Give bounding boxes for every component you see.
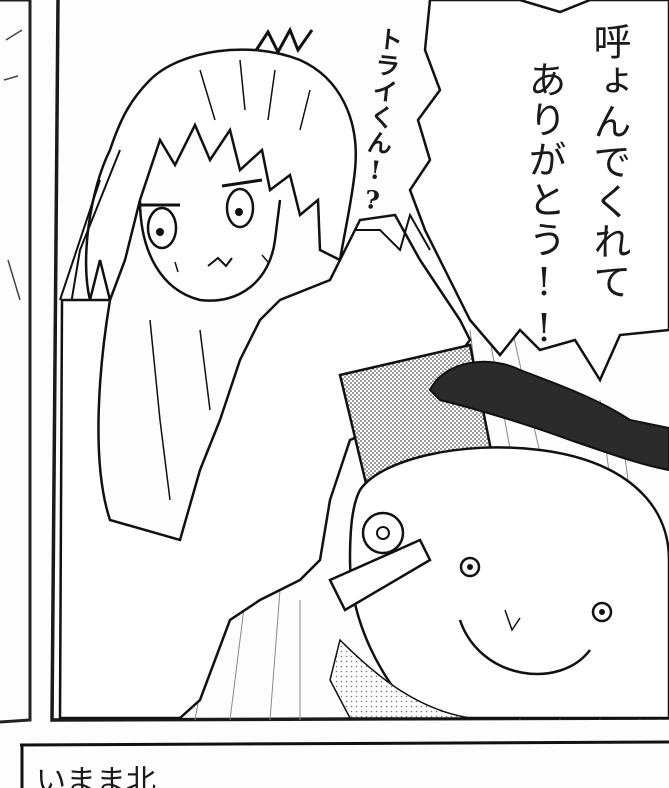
speech-bubble: [408, 0, 669, 383]
mouth: [207, 256, 233, 268]
speech-line-2: ありがとう!!: [522, 60, 566, 352]
bottom-caption: いまま北: [36, 764, 156, 788]
left-panel-border: [0, 0, 32, 724]
smile: [458, 619, 591, 676]
right-eye: [225, 187, 255, 229]
character-hair: [59, 48, 357, 311]
character-body: [58, 212, 472, 720]
caption-panel: [19, 740, 669, 788]
character-face: [138, 178, 282, 302]
surprise-mark: [253, 26, 314, 56]
dark-plume: [428, 360, 669, 472]
left-eye: [146, 206, 178, 250]
button-ornament: [361, 511, 405, 555]
speech-line-1: 呼ょんでくれて: [587, 22, 631, 302]
second-character: [328, 446, 669, 720]
